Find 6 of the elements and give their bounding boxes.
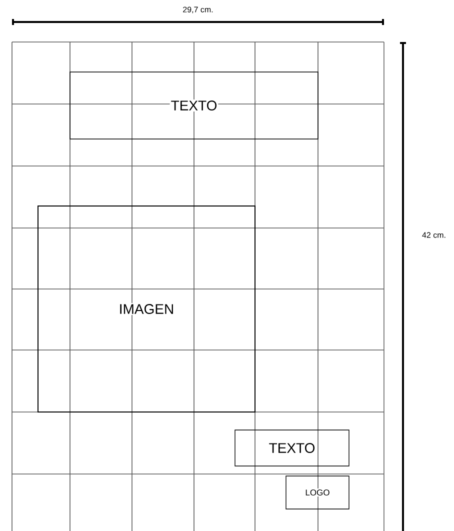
text-box: TEXTO [234, 430, 350, 466]
dimension-label: 29,7 cm. [183, 6, 213, 14]
placeholder-box: LOGO [286, 476, 350, 510]
text-box: TEXTO [70, 72, 318, 140]
image-box: IMAGEN [38, 206, 256, 412]
dimension-label: 42 cm. [422, 232, 446, 238]
